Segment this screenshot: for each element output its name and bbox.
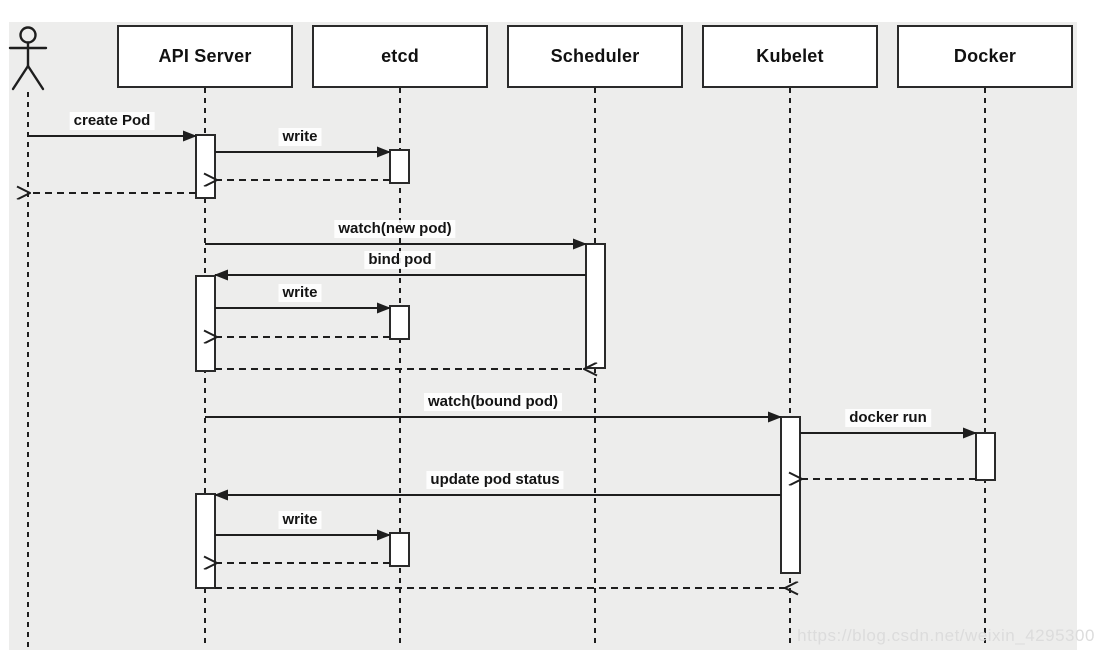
message-label: create Pod [69,112,155,130]
participant-label: Docker [953,46,1017,66]
diagram-canvas [9,22,1077,650]
message-label: watch(bound pod) [424,393,562,411]
activation-scheduler [585,243,606,369]
participant-label: etcd [381,46,419,66]
activation-api-server [195,493,216,589]
message-label: watch(new pod) [334,220,456,238]
participant-etcd: etcd [312,25,488,88]
actor-head [19,26,37,44]
participant-label: Kubelet [756,46,824,66]
message-label: write [278,284,322,302]
participant-scheduler: Scheduler [507,25,683,88]
message-label: write [278,511,322,529]
participant-label: Scheduler [550,46,640,66]
participant-api-server: API Server [117,25,293,88]
activation-kubelet [780,416,801,574]
actor-leg-right [26,64,45,91]
activation-etcd [389,305,410,340]
watermark-text: https://blog.csdn.net/weixin_42953006 [797,626,1095,645]
message-label: bind pod [364,251,436,269]
activation-api-server [195,275,216,372]
message-label: write [278,128,322,146]
activation-docker [975,432,996,481]
message-label: update pod status [426,471,564,489]
activation-api-server [195,134,216,199]
activation-etcd [389,532,410,567]
participant-kubelet: Kubelet [702,25,878,88]
actor-leg-left [11,64,30,91]
participant-label: API Server [158,46,252,66]
message-label: docker run [845,409,931,427]
participant-docker: Docker [897,25,1073,88]
user-actor-icon [8,26,48,91]
activation-etcd [389,149,410,184]
